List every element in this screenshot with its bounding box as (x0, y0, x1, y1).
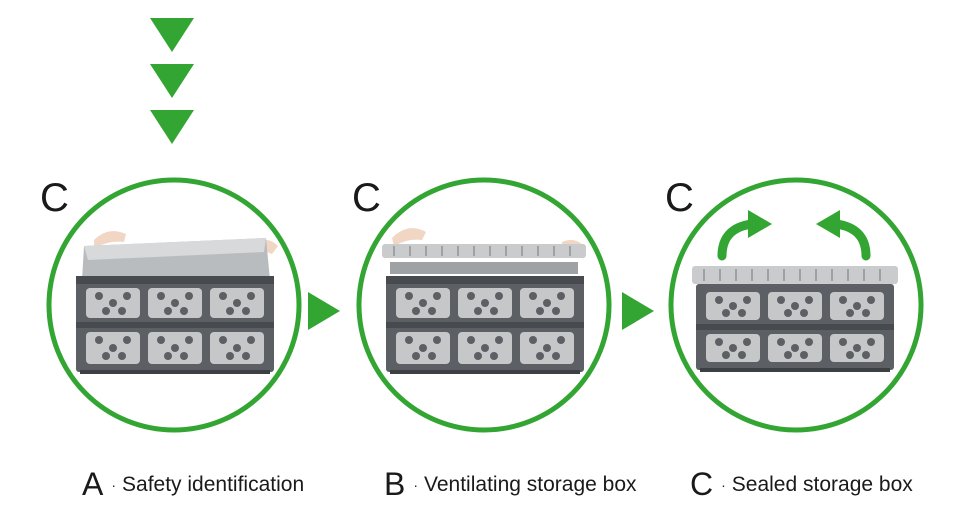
crate-with-liner-image (44, 172, 304, 438)
caption-text: Ventilating storage box (424, 472, 637, 496)
caption-letter: A (82, 466, 104, 502)
triangle-down-icon (150, 64, 194, 98)
crate-sealed-with-lid-image (666, 172, 926, 438)
caption-text: Sealed storage box (731, 472, 913, 496)
curved-arrow-right-icon (717, 210, 772, 261)
curved-arrow-left-icon (816, 210, 871, 261)
triangle-down-icon (150, 18, 194, 52)
down-arrows-group (148, 14, 196, 146)
step-marker-1: C (40, 176, 69, 220)
caption-letter: B (384, 466, 406, 502)
caption-separator: · (111, 476, 117, 493)
step-marker-2: C (352, 176, 381, 220)
triangle-right-icon (620, 290, 656, 332)
triangle-down-icon (150, 110, 194, 144)
caption-b: B · Ventilating storage box (384, 466, 637, 503)
caption-separator: · (721, 476, 726, 493)
caption-letter: C (690, 466, 714, 502)
caption-c: C · Sealed storage box (690, 466, 913, 503)
step-marker-3: C (665, 176, 694, 220)
triangle-right-icon (306, 290, 342, 332)
caption-a: A · Safety identification (82, 466, 304, 503)
crate-with-lid-lifting-image (354, 172, 614, 438)
caption-separator: · (413, 476, 419, 493)
caption-text: Safety identification (122, 472, 305, 496)
